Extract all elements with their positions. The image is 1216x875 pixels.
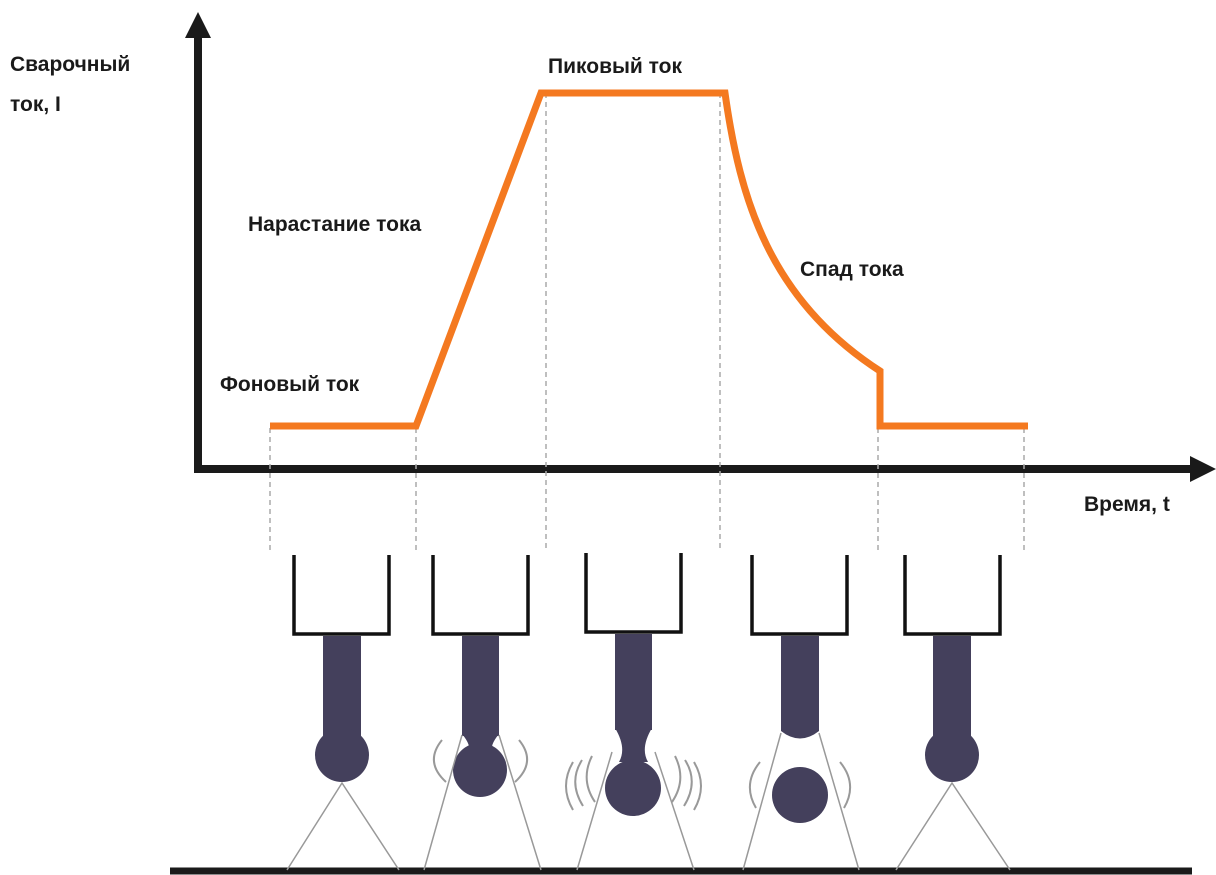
stage-peak-current bbox=[565, 553, 702, 871]
arc-vibration-icon bbox=[565, 755, 596, 811]
label-current-rise: Нарастание тока bbox=[248, 213, 422, 236]
x-axis-label: Время, t bbox=[1084, 493, 1170, 516]
electrode-wire-icon bbox=[462, 636, 499, 736]
x-axis-arrow bbox=[1190, 456, 1216, 482]
phase-guides bbox=[269, 93, 1025, 550]
stage-background-current-return bbox=[895, 555, 1011, 871]
arc-cone-icon bbox=[286, 781, 400, 871]
label-current-decay: Спад тока bbox=[800, 258, 904, 281]
stage-background-current bbox=[286, 555, 400, 871]
torch-nozzle-icon bbox=[584, 553, 683, 634]
stage-current-rise bbox=[423, 555, 542, 871]
axes bbox=[185, 12, 1216, 482]
y-axis-label-line2: ток, I bbox=[10, 93, 61, 116]
molten-droplet-icon bbox=[605, 760, 661, 816]
y-axis-arrow bbox=[185, 12, 211, 38]
current-curve bbox=[270, 89, 1028, 430]
arc-vibration-icon bbox=[514, 739, 528, 783]
molten-droplet-icon bbox=[315, 728, 369, 782]
torch-nozzle-icon bbox=[750, 555, 849, 636]
arc-vibration-icon bbox=[433, 739, 447, 783]
arc-cone-icon bbox=[742, 732, 860, 871]
stage-current-decay bbox=[742, 555, 860, 871]
arc-vibration-icon bbox=[671, 755, 702, 811]
arc-vibration-icon bbox=[839, 761, 851, 809]
torch-nozzle-icon bbox=[292, 555, 391, 636]
torch-nozzle-icon bbox=[431, 555, 530, 636]
label-peak-current: Пиковый ток bbox=[548, 55, 682, 78]
wire-neck bbox=[615, 728, 652, 762]
torch-nozzle-icon bbox=[903, 555, 1002, 636]
molten-droplet-icon bbox=[772, 767, 828, 823]
arc-cone-icon bbox=[576, 751, 695, 871]
electrode-wire-icon bbox=[933, 636, 971, 742]
arc-vibration-icon bbox=[749, 761, 761, 809]
electrode-wire-icon bbox=[323, 636, 361, 742]
molten-droplet-icon bbox=[925, 728, 979, 782]
y-axis-label-line1: Сварочный bbox=[10, 53, 131, 76]
electrode-wire-icon bbox=[781, 636, 819, 739]
arc-cone-icon bbox=[895, 781, 1011, 871]
label-background-current: Фоновый ток bbox=[220, 373, 360, 396]
electrode-wire-icon bbox=[615, 634, 652, 730]
molten-droplet-icon bbox=[453, 743, 507, 797]
arc-cone-icon bbox=[423, 734, 542, 871]
